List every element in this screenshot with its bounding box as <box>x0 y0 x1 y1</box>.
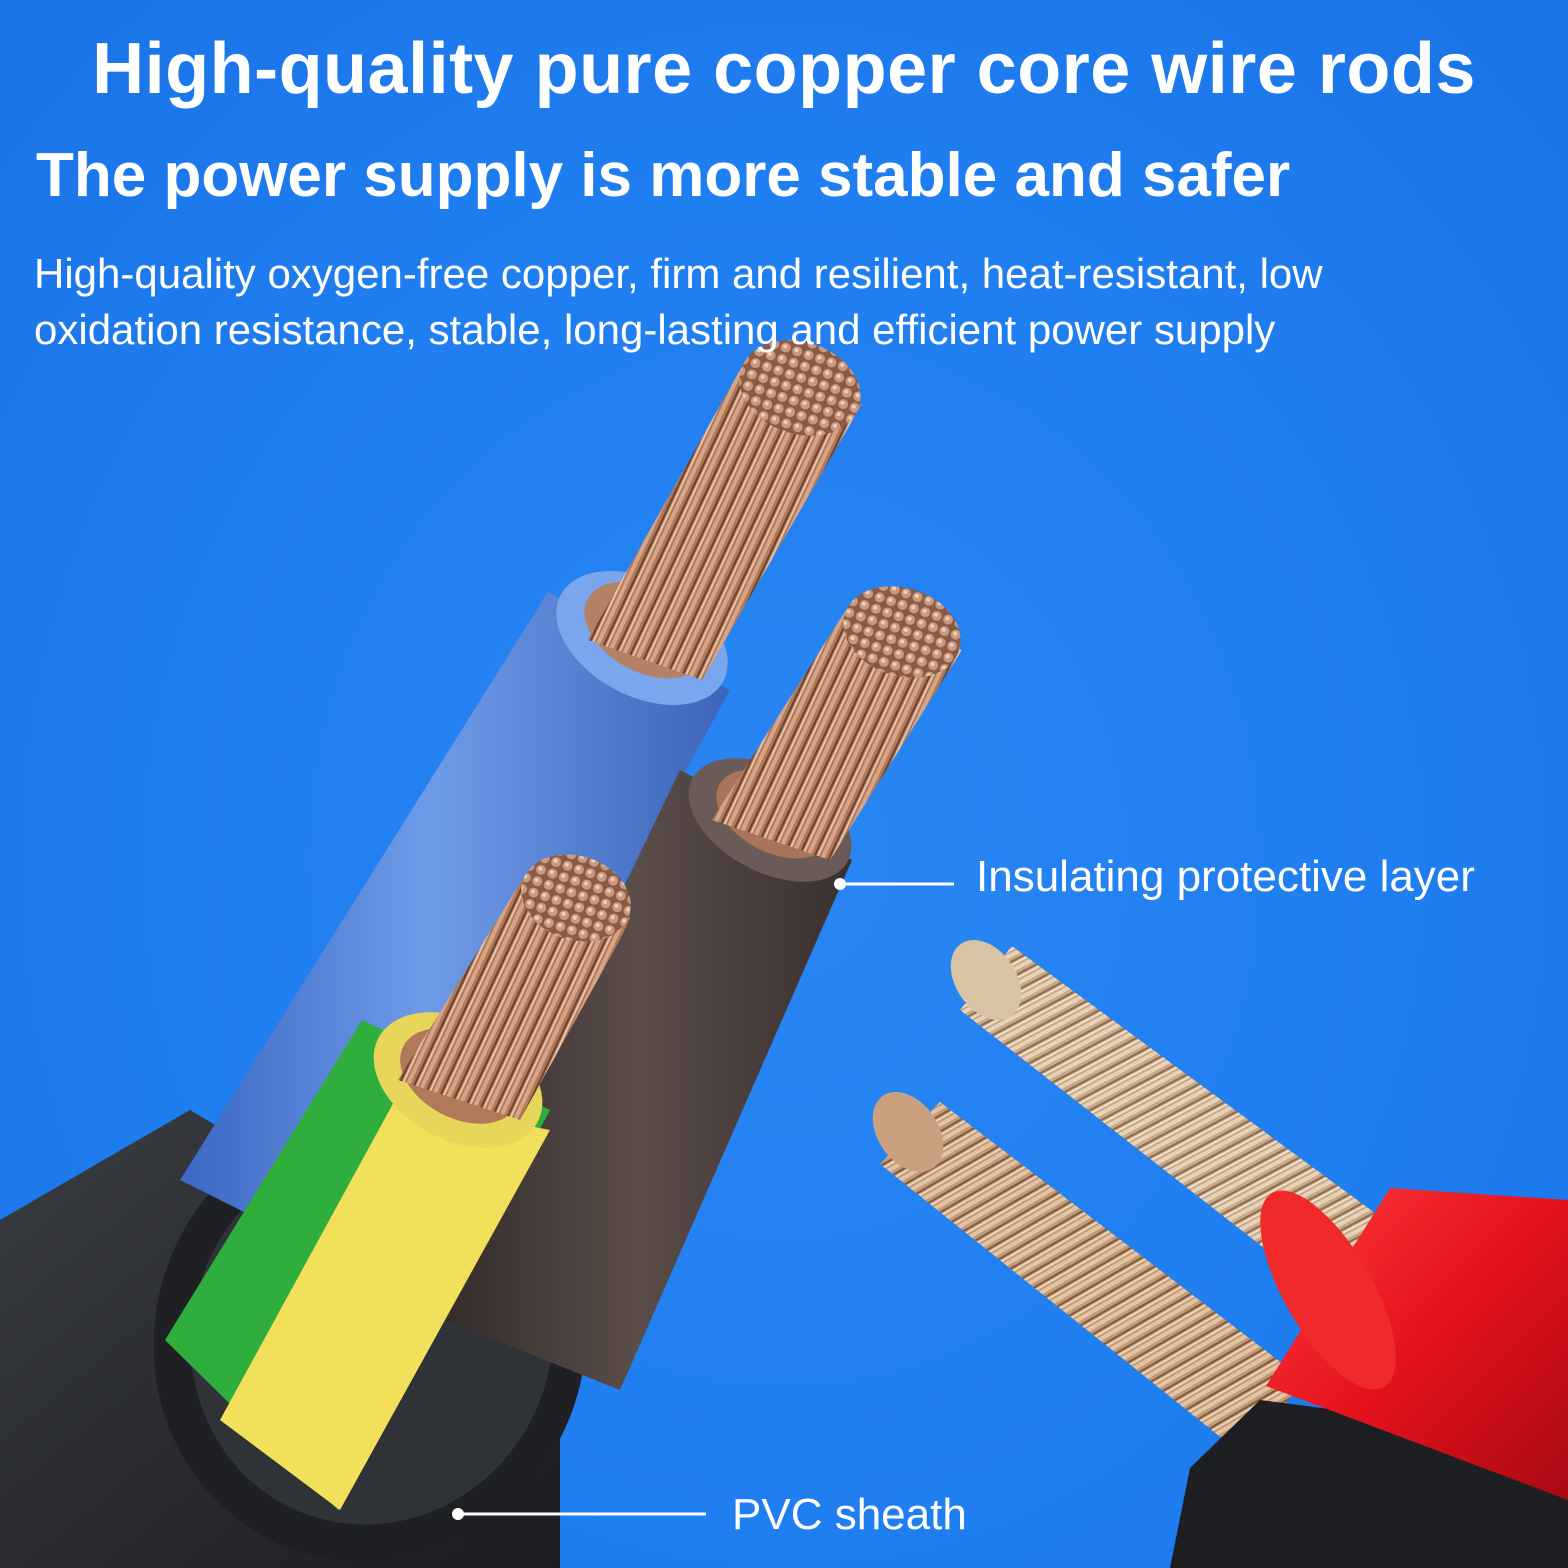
callout-line-pvc <box>452 1508 706 1520</box>
headline-primary: High-quality pure copper core wire rods <box>92 29 1476 109</box>
callout-label-pvc: PVC sheath <box>732 1490 967 1539</box>
red-black-cable <box>872 940 1568 1568</box>
brown-core <box>420 586 962 1390</box>
green-yellow-core <box>165 854 632 1510</box>
callout-label-insulating: Insulating protective layer <box>976 852 1475 901</box>
description-line-1: High-quality oxygen-free copper, firm an… <box>34 250 1323 297</box>
headline-secondary: The power supply is more stable and safe… <box>36 141 1291 210</box>
description-line-2: oxidation resistance, stable, long-lasti… <box>34 306 1276 353</box>
description: High-quality oxygen-free copper, firm an… <box>34 246 1514 358</box>
callout-line-insulating <box>834 878 954 890</box>
